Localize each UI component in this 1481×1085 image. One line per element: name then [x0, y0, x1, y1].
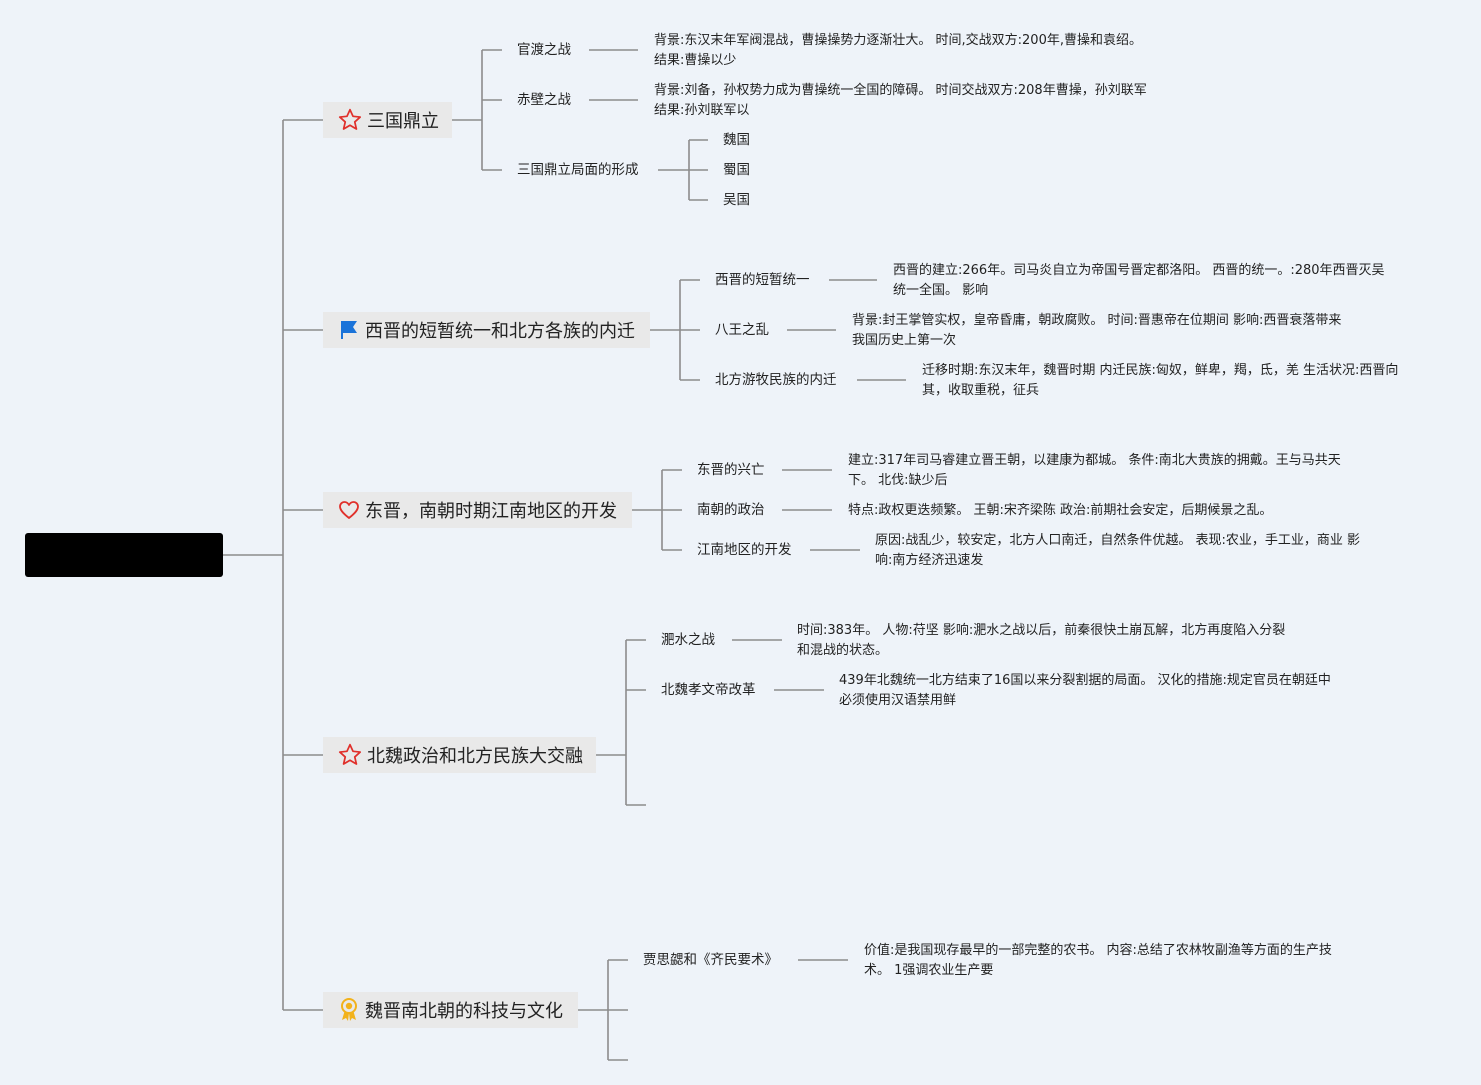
topic-western-jin[interactable]: 西晋的短暂统一和北方各族的内迁: [323, 312, 650, 348]
topic-title: 东晋，南朝时期江南地区的开发: [365, 501, 617, 522]
detail-jiangnan-development[interactable]: 原因:战乱少，较安定，北方人口南迁，自然条件优越。 表现:农业，手工业，商业 影…: [875, 533, 1361, 568]
subtopic-jiangnan-development[interactable]: 江南地区的开发: [697, 542, 792, 558]
subtopic-eastern-jin-rise-fall[interactable]: 东晋的兴亡: [697, 462, 765, 478]
detail-southern-politics[interactable]: 特点:政权更迭频繁。 王朝:宋齐梁陈 政治:前期社会安定，后期候景之乱。: [848, 503, 1273, 518]
leaf-wei[interactable]: 魏国: [723, 132, 750, 148]
subtopic-jin-unification[interactable]: 西晋的短暂统一: [715, 272, 810, 288]
subtopic-formation[interactable]: 三国鼎立局面的形成: [517, 162, 639, 178]
detail-guandu[interactable]: 背景:东汉末年军阀混战，曹操操势力逐渐壮大。 时间,交战双方:200年,曹操和袁…: [654, 33, 1142, 68]
topic-science-culture[interactable]: 魏晋南北朝的科技与文化: [323, 992, 578, 1028]
star-icon: [338, 743, 362, 765]
central-topic[interactable]: [25, 533, 223, 577]
subtopic-nomad-migration[interactable]: 北方游牧民族的内迁: [715, 372, 837, 388]
detail-feishui[interactable]: 时间:383年。 人物:苻坚 影响:淝水之战以后，前秦很快土崩瓦解，北方再度陷入…: [797, 623, 1286, 658]
flag-icon: [341, 321, 357, 339]
topic-title: 魏晋南北朝的科技与文化: [365, 1001, 563, 1022]
topic-northern-wei[interactable]: 北魏政治和北方民族大交融: [323, 737, 596, 773]
detail-jin-unification[interactable]: 西晋的建立:266年。司马炎自立为帝国号晋定都洛阳。 西晋的统一。:280年西晋…: [893, 263, 1385, 298]
leaf-wu[interactable]: 吴国: [723, 192, 750, 208]
detail-qimin-yaoshu[interactable]: 价值:是我国现存最早的一部完整的农书。 内容:总结了农林牧副渔等方面的生产技术。…: [864, 943, 1332, 978]
subtopic-qimin-yaoshu[interactable]: 贾思勰和《齐民要术》: [643, 952, 778, 968]
detail-xiaowen-reform[interactable]: 439年北魏统一北方结束了16国以来分裂割据的局面。 汉化的措施:规定官员在朝廷…: [839, 673, 1331, 708]
subtopic-feishui[interactable]: 淝水之战: [661, 632, 715, 648]
detail-eight-princes[interactable]: 背景:封王掌管实权，皇帝昏庸，朝政腐败。 时间:晋惠帝在位期间 影响:西晋衰落带…: [852, 313, 1342, 348]
topic-title: 三国鼎立: [367, 111, 439, 132]
subtopic-xiaowen-reform[interactable]: 北魏孝文帝改革: [661, 682, 756, 698]
detail-eastern-jin-rise-fall[interactable]: 建立:317年司马睿建立晋王朝，以建康为都城。 条件:南北大贵族的拥戴。王与马共…: [848, 453, 1341, 488]
star-icon: [338, 108, 362, 130]
leaf-shu[interactable]: 蜀国: [723, 162, 750, 178]
detail-chibi[interactable]: 背景:刘备，孙权势力成为曹操统一全国的障碍。 时间交战双方:208年曹操，孙刘联…: [654, 83, 1147, 118]
subtopic-chibi[interactable]: 赤壁之战: [517, 92, 571, 108]
subtopic-eight-princes[interactable]: 八王之乱: [715, 322, 769, 338]
subtopic-guandu[interactable]: 官渡之战: [517, 42, 571, 58]
topic-title: 北魏政治和北方民族大交融: [367, 746, 583, 767]
award-icon: [341, 998, 357, 1021]
subtopic-southern-politics[interactable]: 南朝的政治: [697, 502, 765, 518]
topic-title: 西晋的短暂统一和北方各族的内迁: [365, 321, 635, 342]
topic-three-kingdoms[interactable]: 三国鼎立: [323, 102, 452, 138]
topic-eastern-jin[interactable]: 东晋，南朝时期江南地区的开发: [323, 492, 632, 528]
detail-nomad-migration[interactable]: 迁移时期:东汉末年，魏晋时期 内迁民族:匈奴，鲜卑，羯，氐，羌 生活状况:西晋向…: [922, 363, 1399, 398]
heart-icon: [339, 501, 359, 519]
